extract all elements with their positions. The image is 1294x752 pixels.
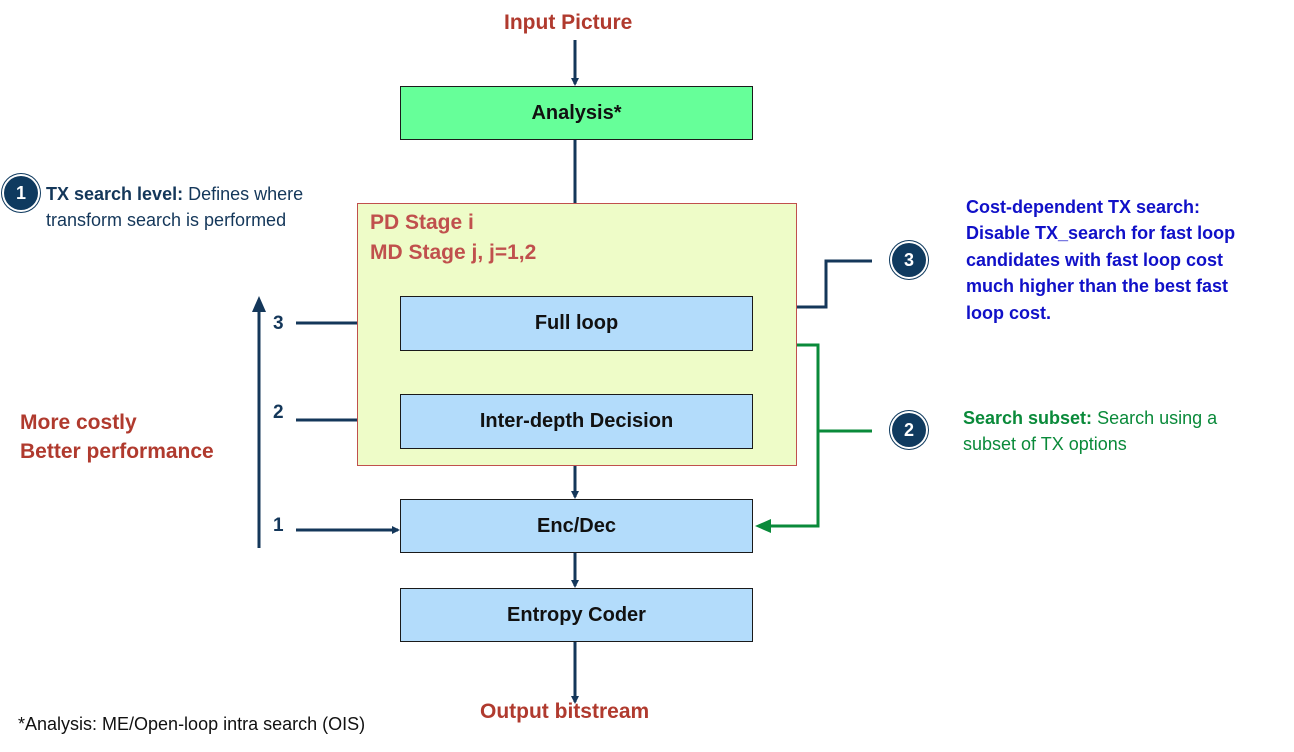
note1-line2: transform search is performed — [46, 210, 287, 230]
note3-line3: candidates with fast loop cost — [966, 250, 1224, 270]
connector-note2-to-enc-dec — [755, 345, 820, 533]
note2-bold: Search subset: — [963, 408, 1093, 428]
region-title-pd: PD Stage i — [370, 211, 474, 234]
note3-line4: much higher than the best fast — [966, 276, 1229, 296]
note3-line5: loop cost. — [966, 303, 1051, 323]
level-2-label: 2 — [273, 402, 284, 423]
footnote: *Analysis: ME/Open-loop intra search (OI… — [18, 714, 366, 734]
badge-1: 1 — [4, 176, 38, 210]
cost-label-line1: More costly — [20, 411, 137, 434]
note3-line2: Disable TX_search for fast loop — [966, 223, 1236, 243]
full-loop-box: Full loop — [400, 296, 753, 351]
level-3-label: 3 — [273, 313, 284, 334]
cost-label-line2: Better performance — [20, 440, 214, 463]
note2-line1: Search subset: Search using a — [963, 405, 1217, 431]
badge-2: 2 — [892, 413, 926, 447]
note2-rest: Search using a — [1092, 408, 1218, 428]
entropy-coder-box: Entropy Coder — [400, 588, 753, 642]
badge-3: 3 — [892, 243, 926, 277]
note3-title: Cost-dependent TX search: — [966, 197, 1201, 217]
note1-rest: Defines where — [183, 184, 304, 204]
level-1-label: 1 — [273, 515, 284, 536]
output-bitstream-label: Output bitstream — [480, 700, 650, 723]
note2-line2: subset of TX options — [963, 434, 1127, 454]
inter-depth-decision-box: Inter-depth Decision — [400, 394, 753, 449]
note1-bold: TX search level: — [46, 184, 184, 204]
region-title-md: MD Stage j, j=1,2 — [370, 241, 537, 264]
enc-dec-box: Enc/Dec — [400, 499, 753, 553]
input-picture-label: Input Picture — [504, 11, 633, 34]
note1-line1: TX search level: Defines where — [46, 181, 303, 207]
analysis-box: Analysis* — [400, 86, 753, 140]
